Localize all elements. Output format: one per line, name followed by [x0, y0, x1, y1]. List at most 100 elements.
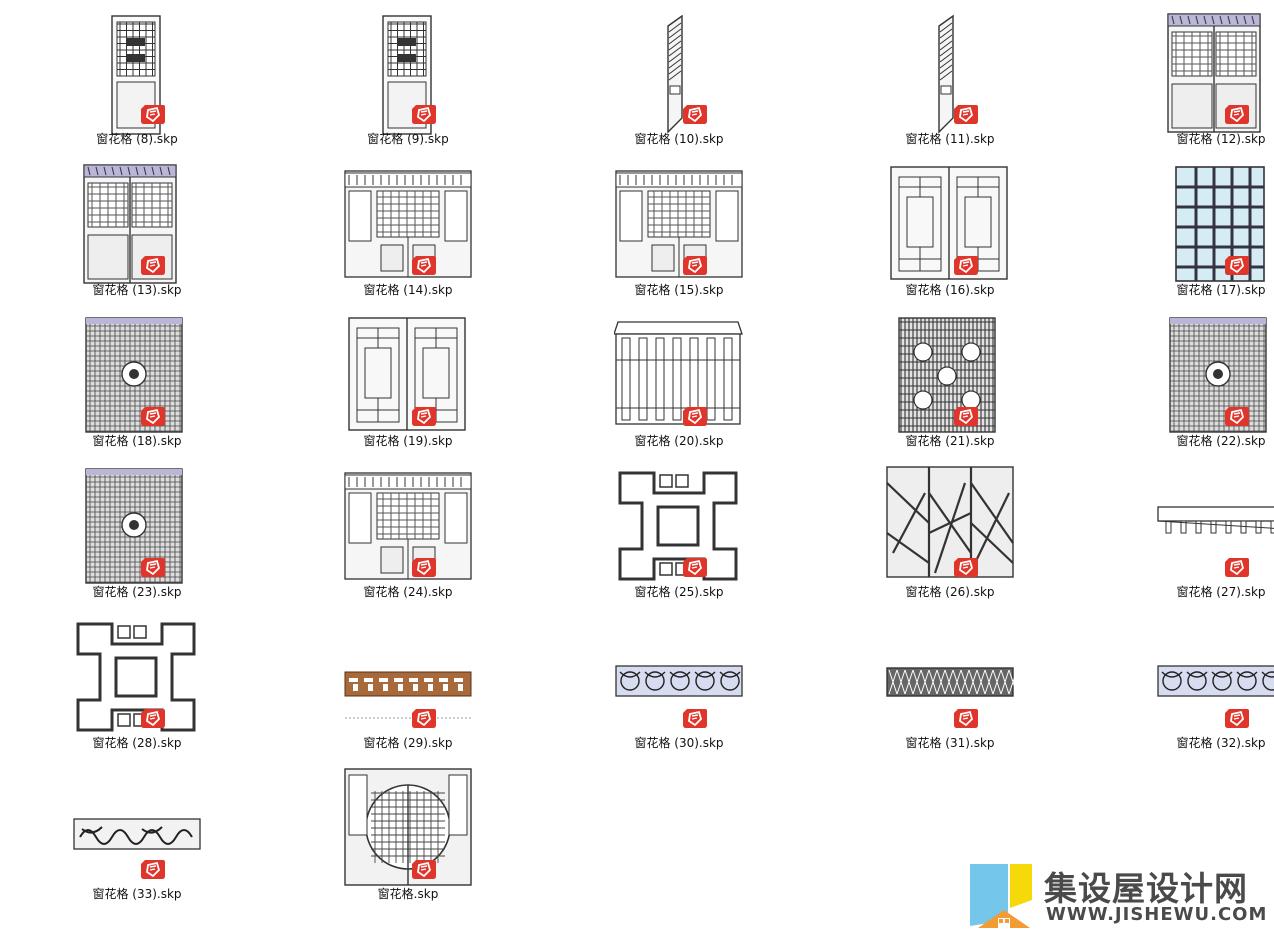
file-item[interactable]: 窗花格 (31).skp	[825, 604, 1075, 755]
sketchup-badge-icon	[411, 253, 437, 277]
file-thumbnail	[1156, 312, 1274, 438]
watermark-url: WWW.JISHEWU.COM	[1046, 904, 1268, 925]
file-thumbnail	[343, 614, 473, 740]
sketchup-badge-icon	[953, 253, 979, 277]
sketchup-badge-icon	[1224, 555, 1250, 579]
sketchup-badge-icon	[140, 706, 166, 730]
file-item[interactable]: 窗花格 (13).skp	[12, 151, 262, 302]
sketchup-badge-icon	[411, 706, 437, 730]
double-door-icon	[83, 164, 177, 284]
file-name: 窗花格 (29).skp	[363, 736, 453, 750]
file-thumbnail	[1156, 10, 1274, 136]
file-item[interactable]: 窗花格 (28).skp	[12, 604, 262, 755]
sketchup-badge-icon	[140, 857, 166, 881]
file-thumbnail	[343, 765, 473, 891]
file-thumbnail	[614, 614, 744, 740]
file-thumbnail	[343, 161, 473, 287]
file-item[interactable]: 窗花格 (27).skp	[1096, 453, 1274, 604]
file-thumbnail	[72, 161, 202, 287]
sketchup-badge-icon	[140, 253, 166, 277]
ornament-strip-icon	[615, 665, 743, 697]
door-tall-icon	[382, 15, 432, 135]
file-thumbnail	[72, 765, 202, 891]
file-name: 窗花格 (10).skp	[634, 132, 724, 146]
file-item[interactable]: 窗花格 (29).skp	[283, 604, 533, 755]
sketchup-badge-icon	[682, 555, 708, 579]
file-item[interactable]: 窗花格 (21).skp	[825, 302, 1075, 453]
file-name: 窗花格 (8).skp	[96, 132, 178, 146]
file-name: 窗花格 (11).skp	[905, 132, 995, 146]
dense-grid-icon	[898, 317, 996, 433]
file-item[interactable]: 窗花格 (22).skp	[1096, 302, 1274, 453]
file-name: 窗花格 (30).skp	[634, 736, 724, 750]
file-thumbnail	[614, 10, 744, 136]
door-tall-icon	[111, 15, 161, 135]
file-item[interactable]: 窗花格 (11).skp	[825, 0, 1075, 151]
file-item[interactable]: 窗花格 (25).skp	[554, 453, 804, 604]
file-item[interactable]: 窗花格 (30).skp	[554, 604, 804, 755]
file-item[interactable]: 窗花格 (15).skp	[554, 151, 804, 302]
file-item[interactable]: 窗花格 (17).skp	[1096, 151, 1274, 302]
facade-icon	[344, 472, 472, 580]
file-name: 窗花格.skp	[377, 887, 439, 901]
file-item[interactable]: 窗花格 (24).skp	[283, 453, 533, 604]
file-item[interactable]: 窗花格.skp	[283, 755, 533, 906]
carved-screen-icon	[85, 468, 183, 584]
sketchup-badge-icon	[1224, 404, 1250, 428]
bar-railing-icon	[614, 321, 743, 425]
file-name: 窗花格 (27).skp	[1176, 585, 1266, 599]
carved-screen-icon	[85, 317, 183, 433]
file-thumbnail	[1156, 463, 1274, 589]
file-name: 窗花格 (24).skp	[363, 585, 453, 599]
lattice-window-icon	[348, 317, 466, 431]
sketchup-badge-icon	[140, 555, 166, 579]
file-name: 窗花格 (21).skp	[905, 434, 995, 448]
watermark: 集设屋设计网 WWW.JISHEWU.COM	[968, 858, 1274, 933]
lattice-window-icon	[890, 166, 1008, 280]
file-name: 窗花格 (14).skp	[363, 283, 453, 297]
file-item[interactable]: 窗花格 (23).skp	[12, 453, 262, 604]
mesh-strip-icon	[886, 667, 1015, 697]
file-thumbnail	[614, 312, 744, 438]
watermark-title: 集设屋设计网	[1044, 869, 1248, 908]
sketchup-badge-icon	[411, 102, 437, 126]
file-item[interactable]: 窗花格 (14).skp	[283, 151, 533, 302]
fret-pattern-icon	[618, 471, 738, 581]
file-item[interactable]: 窗花格 (9).skp	[283, 0, 533, 151]
sketchup-badge-icon	[411, 404, 437, 428]
file-name: 窗花格 (23).skp	[92, 585, 182, 599]
file-item[interactable]: 窗花格 (18).skp	[12, 302, 262, 453]
sketchup-badge-icon	[682, 102, 708, 126]
sketchup-badge-icon	[1224, 253, 1250, 277]
file-name: 窗花格 (16).skp	[905, 283, 995, 297]
file-item[interactable]: 窗花格 (26).skp	[825, 453, 1075, 604]
file-name: 窗花格 (20).skp	[634, 434, 724, 448]
file-thumbnail	[885, 161, 1015, 287]
sketchup-badge-icon	[953, 102, 979, 126]
file-name: 窗花格 (18).skp	[92, 434, 182, 448]
file-thumbnail	[885, 312, 1015, 438]
file-item[interactable]: 窗花格 (12).skp	[1096, 0, 1274, 151]
carved-screen-icon	[1169, 317, 1267, 433]
file-name: 窗花格 (12).skp	[1176, 132, 1266, 146]
file-item[interactable]: 窗花格 (19).skp	[283, 302, 533, 453]
file-item[interactable]: 窗花格 (20).skp	[554, 302, 804, 453]
file-thumbnail	[72, 10, 202, 136]
file-thumbnail	[343, 10, 473, 136]
file-thumbnail	[343, 463, 473, 589]
file-name: 窗花格 (19).skp	[363, 434, 453, 448]
sketchup-badge-icon	[411, 857, 437, 881]
panel-narrow-icon	[667, 14, 683, 134]
file-name: 窗花格 (28).skp	[92, 736, 182, 750]
file-thumbnail	[614, 161, 744, 287]
file-name: 窗花格 (26).skp	[905, 585, 995, 599]
file-item[interactable]: 窗花格 (16).skp	[825, 151, 1075, 302]
file-item[interactable]: 窗花格 (33).skp	[12, 755, 262, 906]
sketchup-badge-icon	[411, 555, 437, 579]
file-item[interactable]: 窗花格 (8).skp	[12, 0, 262, 151]
sketchup-badge-icon	[140, 102, 166, 126]
file-item[interactable]: 窗花格 (10).skp	[554, 0, 804, 151]
file-thumbnail	[343, 312, 473, 438]
file-item[interactable]: 窗花格 (32).skp	[1096, 604, 1274, 755]
